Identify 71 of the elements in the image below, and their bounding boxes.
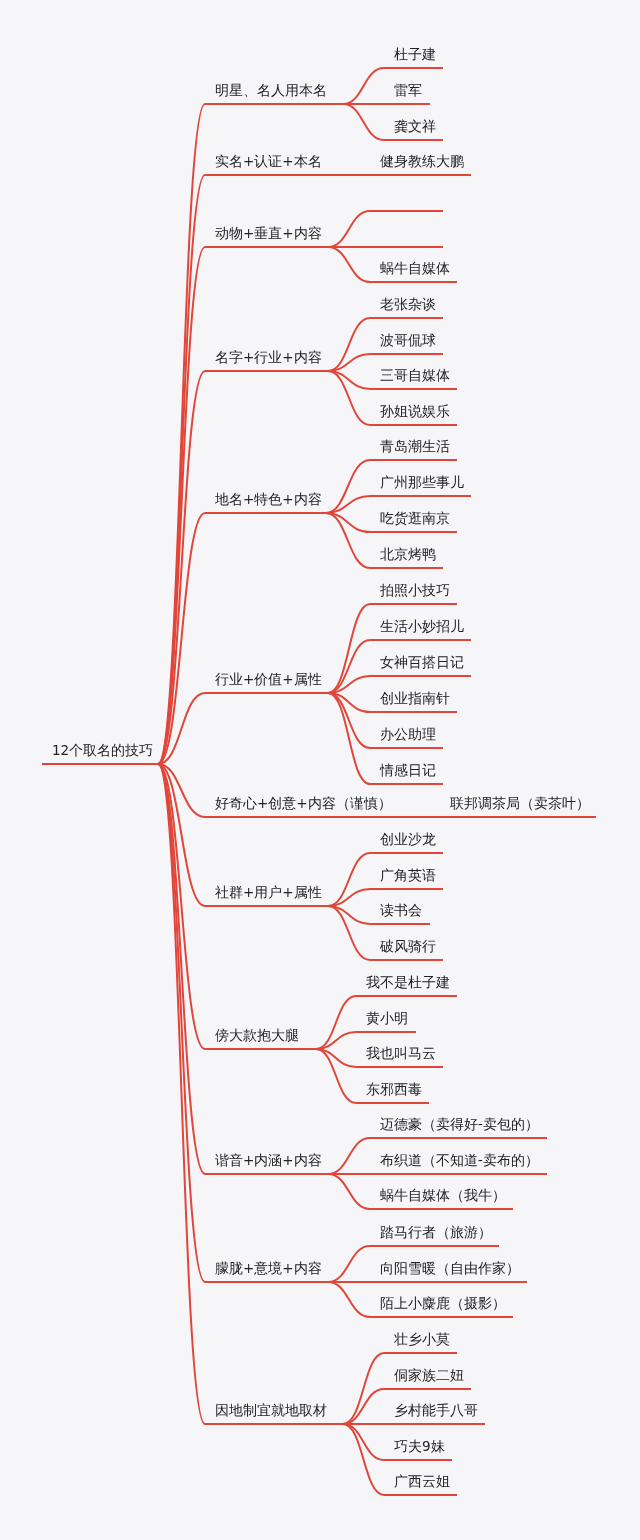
leaf-topic: 女神百搭日记 [370, 651, 471, 677]
leaf-topic: 我不是杜子建 [356, 971, 457, 997]
branch-line [394, 816, 441, 818]
leaf-topic: 三哥自媒体 [370, 364, 457, 390]
leaf-topic: 创业指南针 [370, 687, 457, 713]
branch-topic: 谐音+内涵+内容 [205, 1149, 328, 1175]
branch-line [327, 1173, 371, 1210]
leaf-topic: 创业沙龙 [370, 828, 443, 854]
leaf-topic: 乡村能手八哥 [384, 1399, 485, 1425]
leaf-topic: 龚文祥 [384, 115, 443, 141]
leaf-topic: 踏马行者（旅游） [370, 1221, 499, 1247]
leaf-topic: 吃货逛南京 [370, 507, 457, 533]
branch-topic: 傍大款抱大腿 [205, 1024, 316, 1050]
root-topic: 12个取名的技巧 [42, 739, 158, 765]
leaf-topic: 广西云姐 [384, 1470, 457, 1496]
branch-line [342, 1423, 385, 1496]
branch-line [157, 763, 206, 1425]
leaf-topic: 迈德豪（卖得好-卖包的） [370, 1113, 547, 1139]
branch-line [327, 603, 371, 694]
branch-topic: 朦胧+意境+内容 [205, 1257, 328, 1283]
leaf-topic: 蜗牛自媒体 [370, 257, 457, 283]
leaf-topic: 陌上小麋鹿（摄影） [370, 1292, 513, 1318]
branch-topic: 明星、名人用本名 [205, 79, 343, 105]
leaf-topic: 广角英语 [370, 864, 443, 890]
leaf-topic: 读书会 [370, 899, 430, 925]
branch-line [342, 103, 385, 141]
leaf-topic: 孙姐说娱乐 [370, 400, 457, 426]
branch-line [327, 246, 371, 283]
leaf-topic: 联邦调茶局（卖茶叶） [440, 792, 596, 818]
branch-line [324, 512, 371, 569]
leaf-topic: 拍照小技巧 [370, 579, 457, 605]
leaf-topic: 黄小明 [356, 1007, 416, 1033]
leaf-topic: 广州那些事儿 [370, 471, 471, 497]
leaf-topic: 情感日记 [370, 759, 443, 785]
branch-topic: 好奇心+创意+内容（谨慎） [205, 792, 396, 818]
branch-line [157, 512, 206, 765]
leaf-topic: 东邪西毒 [356, 1078, 429, 1104]
leaf-topic: 蜗牛自媒体（我牛） [370, 1184, 513, 1210]
branch-line [342, 1352, 385, 1425]
branch-line [327, 905, 371, 961]
leaf-topic: 青岛潮生活 [370, 435, 457, 461]
leaf-topic: 巧夫9妹 [384, 1435, 452, 1461]
branch-topic: 名字+行业+内容 [205, 346, 328, 372]
leaf-topic: 杜子建 [384, 43, 443, 69]
leaf-topic: 破风骑行 [370, 935, 443, 961]
branch-topic: 地名+特色+内容 [205, 488, 326, 514]
leaf-topic: 壮乡小莫 [384, 1328, 457, 1354]
leaf-topic: 我也叫马云 [356, 1042, 443, 1068]
branch-line [327, 1281, 371, 1318]
branch-topic: 社群+用户+属性 [205, 881, 328, 907]
branch-topic: 行业+价值+属性 [205, 668, 328, 694]
branch-topic: 因地制宜就地取材 [205, 1399, 343, 1425]
leaf-topic: 侗家族二妞 [384, 1364, 471, 1390]
leaf-topic: 生活小妙招儿 [370, 615, 471, 641]
leaf-topic: 向阳雪暖（自由作家） [370, 1257, 527, 1283]
branch-topic: 动物+垂直+内容 [205, 222, 328, 248]
leaf-topic: 健身教练大鹏 [370, 150, 471, 176]
branch-line [327, 692, 371, 785]
branch-line [157, 763, 206, 1175]
branch-line [315, 1048, 357, 1104]
leaf-topic: 波哥侃球 [370, 329, 443, 355]
branch-line [157, 370, 206, 765]
leaf-topic: 北京烤鸭 [370, 543, 443, 569]
branch-line [354, 174, 371, 176]
leaf-topic: 布织道（不知道-卖布的） [370, 1149, 547, 1175]
branch-line [327, 370, 371, 426]
leaf-topic: 雷军 [384, 79, 430, 105]
leaf-topic: 办公助理 [370, 723, 443, 749]
branch-line [157, 763, 206, 1050]
branch-topic: 实名+认证+本名 [205, 150, 355, 176]
leaf-topic: 老张杂谈 [370, 293, 443, 319]
